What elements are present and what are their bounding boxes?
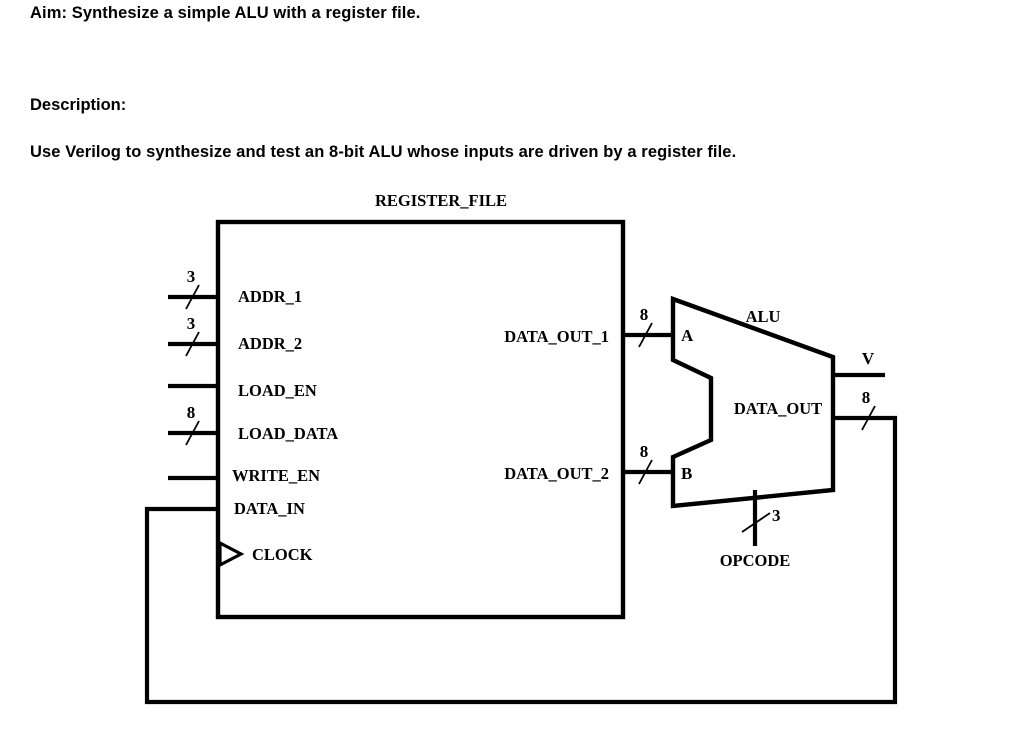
- bitwidth-load-data: 8: [187, 403, 196, 422]
- bus-slash-load-data-icon: [185, 420, 200, 446]
- bus-slash-data-out-icon: [861, 405, 876, 431]
- bitwidth-opcode: 3: [772, 506, 781, 525]
- port-label-load-data: LOAD_DATA: [238, 424, 338, 443]
- bus-slash-b-icon: [638, 459, 653, 485]
- bitwidth-addr1: 3: [187, 267, 196, 286]
- port-label-data-out-2: DATA_OUT_2: [504, 464, 609, 483]
- alu-input-b-label: B: [681, 464, 692, 483]
- register-file-box: [215, 219, 626, 620]
- port-label-write-en: WRITE_EN: [232, 466, 320, 485]
- bitwidth-addr2: 3: [187, 314, 196, 333]
- alu-input-a-label: A: [681, 326, 694, 345]
- port-label-data-in: DATA_IN: [234, 499, 305, 518]
- port-label-opcode: OPCODE: [720, 551, 791, 570]
- port-label-addr2: ADDR_2: [238, 334, 302, 353]
- port-label-clock: CLOCK: [252, 545, 313, 564]
- bitwidth-alu-a: 8: [640, 305, 649, 324]
- port-label-v-flag: V: [862, 349, 875, 368]
- wire-data-out-feedback: [144, 415, 898, 705]
- port-label-addr1: ADDR_1: [238, 287, 302, 306]
- bus-slash-opcode-icon: [741, 512, 771, 533]
- port-label-load-en: LOAD_EN: [238, 381, 317, 400]
- bus-slash-addr2-icon: [185, 331, 200, 357]
- bitwidth-alu-b: 8: [640, 442, 649, 461]
- bus-slash-a-icon: [638, 322, 653, 348]
- aim-line: Aim: Synthesize a simple ALU with a regi…: [30, 4, 421, 22]
- port-label-data-out-1: DATA_OUT_1: [504, 327, 609, 346]
- description-heading: Description:: [30, 96, 127, 114]
- alu-output-label: DATA_OUT: [734, 399, 822, 418]
- register-file-title: REGISTER_FILE: [375, 191, 507, 210]
- bus-slash-addr1-icon: [185, 284, 200, 310]
- clock-edge-triangle-icon: [218, 540, 245, 568]
- description-body: Use Verilog to synthesize and test an 8-…: [30, 143, 737, 161]
- alu-title: ALU: [746, 307, 781, 326]
- bitwidth-data-out: 8: [862, 388, 871, 407]
- alu-body: [670, 295, 836, 509]
